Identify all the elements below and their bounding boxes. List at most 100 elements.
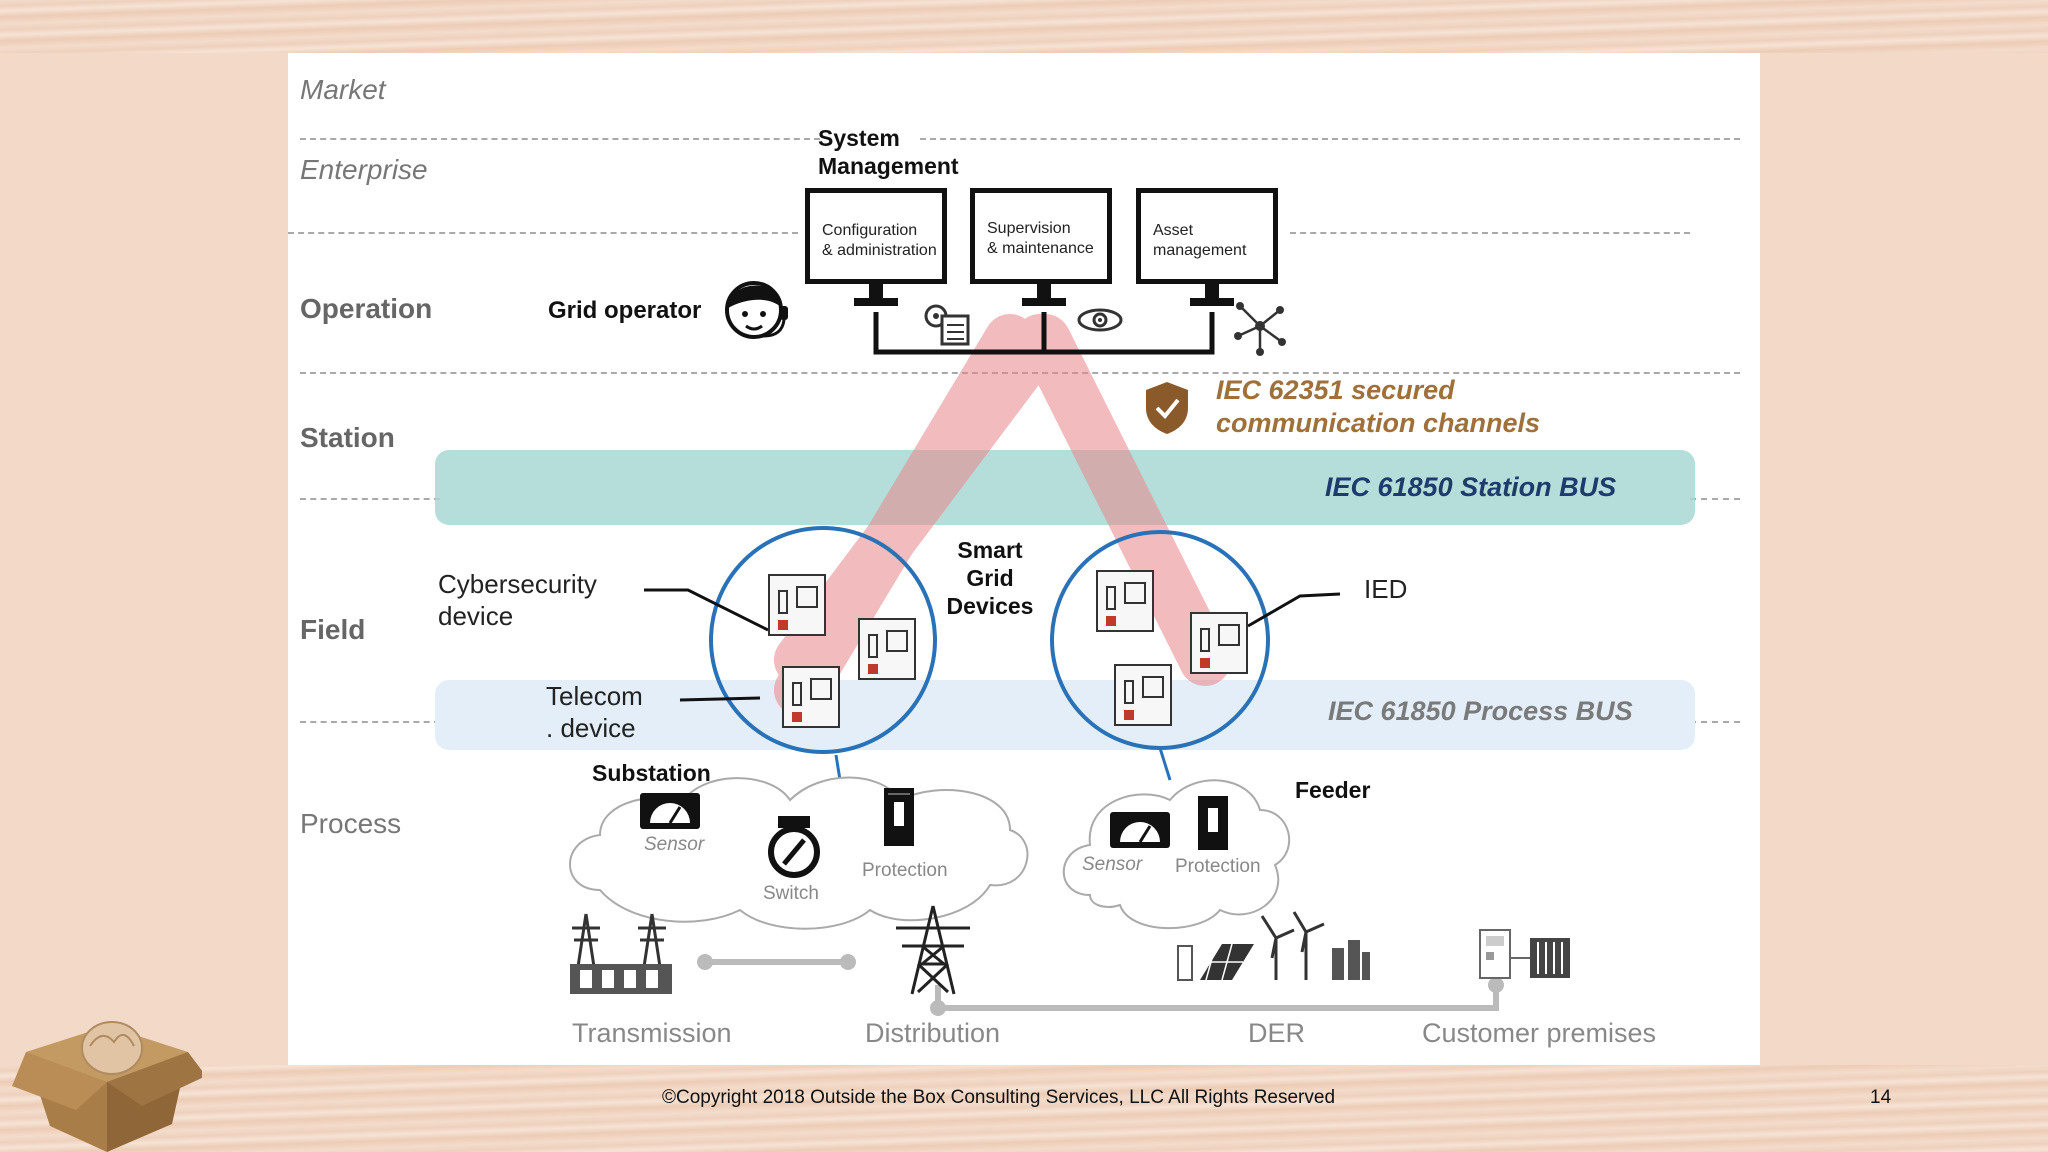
distribution-customer-link (935, 985, 1499, 1011)
customer-premises-icon (1479, 929, 1570, 979)
feeder-protection-label: Protection (1175, 856, 1261, 877)
bottom-label-customer-premises: Customer premises (1422, 1018, 1657, 1048)
bottom-label-der: DER (1248, 1018, 1306, 1048)
system-management-title: System Management (818, 124, 959, 180)
layer-label-market: Market (300, 74, 386, 105)
station-bus-band (435, 450, 1695, 525)
device-board (1096, 570, 1154, 632)
operator-headset-icon (725, 281, 788, 339)
feeder-link (1158, 747, 1172, 781)
telecom-device-label: Telecom . device (546, 680, 643, 744)
monitor-configuration: Configuration & administration (805, 188, 947, 284)
gauge-sensor-icon (640, 793, 700, 829)
station-bus-label: IEC 61850 Station BUS (1325, 472, 1617, 502)
layer-label-process: Process (300, 808, 402, 839)
telecom-device-pointer (679, 696, 761, 702)
bottom-label-transmission: Transmission (572, 1018, 732, 1048)
substation-sensor-label: Sensor (644, 834, 705, 855)
grid-operator-label: Grid operator (548, 297, 702, 324)
transmission-substation-icon (570, 913, 672, 994)
smart-grid-devices-label: Smart Grid Devices (940, 536, 1040, 620)
layer-divider (300, 138, 820, 140)
monitor-stand (1205, 284, 1219, 298)
footer-page-number: 14 (1870, 1087, 1892, 1108)
telecom-device-line2: . device (546, 713, 636, 743)
secured-channels (774, 314, 1231, 716)
monitor-configuration-label: Configuration & administration (822, 221, 937, 261)
system-management-line1: System (818, 125, 900, 151)
monitor-label-line2: & administration (822, 242, 937, 259)
feeder-title: Feeder (1295, 777, 1371, 803)
monitor-label-line1: Configuration (822, 222, 918, 239)
substation-title: Substation (592, 760, 711, 786)
wood-bottom-border (0, 1065, 2048, 1152)
layer-label-station: Station (300, 422, 395, 453)
layer-divider (300, 498, 440, 500)
iec-62351-label: IEC 62351 secured communication channels (1216, 374, 1540, 440)
gauge-sensor-icon (1110, 812, 1170, 848)
ied-label: IED (1364, 574, 1408, 604)
bottom-label-distribution: Distribution (865, 1018, 1001, 1048)
link-node (697, 954, 713, 970)
monitor-supervision-label: Supervision & maintenance (987, 219, 1094, 259)
monitor-label-line1: Supervision (987, 220, 1071, 237)
feeder-sensor-label: Sensor (1082, 854, 1143, 875)
switch-icon (768, 816, 820, 878)
iec-62351-line1: IEC 62351 secured (1216, 375, 1455, 405)
layer-label-operation: Operation (300, 293, 433, 324)
monitor-label-line1: Asset (1153, 222, 1194, 239)
layer-divider (288, 232, 798, 234)
substation-devices-circle (709, 526, 937, 754)
monitor-asset: Asset management (1136, 188, 1278, 284)
cyber-device-pointer (644, 588, 769, 632)
smart-grid-line2: Grid (966, 565, 1014, 591)
monitor-stand-base (1190, 298, 1234, 306)
monitor-label-line2: management (1153, 242, 1247, 259)
iec-62351-line2: communication channels (1216, 408, 1541, 438)
substation-protection-label: Protection (862, 860, 948, 881)
shield-check-icon (1146, 382, 1188, 434)
monitor-stand (869, 284, 883, 298)
secured-channel-right (774, 314, 1066, 686)
device-board (1190, 612, 1248, 674)
process-bus-label: IEC 61850 Process BUS (1328, 696, 1633, 726)
monitor-supervision: Supervision & maintenance (970, 188, 1112, 284)
footer-copyright: ©Copyright 2018 Outside the Box Consulti… (662, 1087, 1336, 1108)
device-board (858, 618, 916, 680)
wood-top-border (0, 0, 2048, 53)
eye-icon (1077, 308, 1123, 332)
protection-relay-icon (1198, 796, 1228, 850)
layer-divider (1690, 498, 1740, 500)
der-renewables-icon (1177, 911, 1370, 981)
cyber-device-line1: Cybersecurity (438, 569, 597, 599)
layer-divider (300, 721, 440, 723)
network-icon (1234, 302, 1286, 356)
monitor-stand-base (854, 298, 898, 306)
cyber-device-line2: device (438, 601, 514, 631)
layer-divider (1690, 721, 1740, 723)
monitor-stand (1037, 284, 1051, 298)
layer-divider (920, 138, 1740, 140)
link-node (1488, 977, 1504, 993)
settings-icon (924, 304, 970, 346)
link-node (930, 1000, 946, 1016)
telecom-device-line1: Telecom (546, 681, 643, 711)
secured-channel-feeder (1019, 314, 1231, 686)
monitor-label-line2: & maintenance (987, 240, 1094, 257)
distribution-pylon-icon (896, 905, 970, 995)
monitor-stand-base (1022, 298, 1066, 306)
substation-switch-label: Switch (763, 883, 819, 904)
device-board (768, 574, 826, 636)
layer-label-field: Field (300, 614, 366, 645)
system-management-line2: Management (818, 153, 959, 179)
link-node (840, 954, 856, 970)
monitor-asset-label: Asset management (1153, 221, 1246, 261)
ied-pointer (1247, 592, 1341, 628)
smart-grid-line3: Devices (946, 593, 1034, 619)
outside-the-box-logo (12, 1021, 202, 1152)
layer-label-enterprise: Enterprise (300, 154, 428, 185)
layer-divider (1290, 232, 1690, 234)
cybersecurity-device-label: Cybersecurity device (438, 568, 597, 632)
protection-relay-icon (884, 788, 914, 846)
device-board (1114, 664, 1172, 726)
